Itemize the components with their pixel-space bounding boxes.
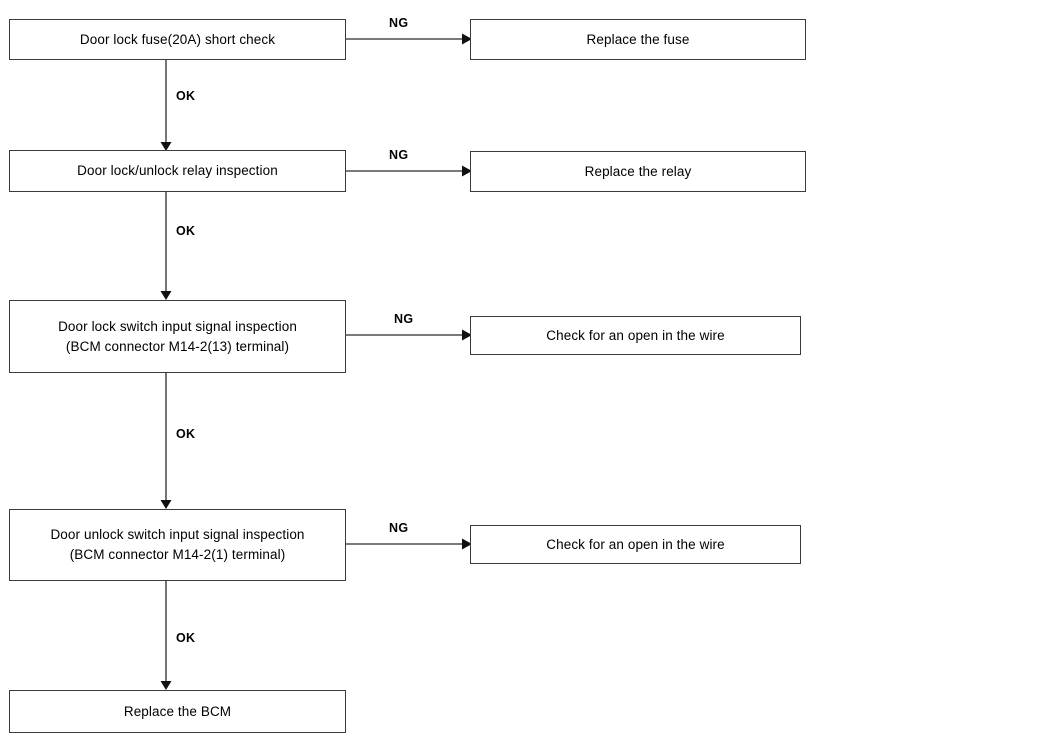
edge-label-ng-2: NG bbox=[389, 148, 409, 162]
edge-step3-to-step4 bbox=[160, 373, 172, 509]
edge-label-ok-2: OK bbox=[176, 224, 196, 238]
edge-step1-to-step2 bbox=[160, 60, 172, 151]
step-2-text-line1: Door lock/unlock relay inspection bbox=[77, 163, 278, 179]
step-3-text-line2: (BCM connector M14-2(13) terminal) bbox=[65, 338, 290, 354]
result-3-text: Check for an open in the wire bbox=[546, 327, 725, 343]
step-1-text-line1: Door lock fuse(20A) short check bbox=[79, 31, 276, 47]
step-4-text-line2: (BCM connector M14-2(1) terminal) bbox=[69, 547, 286, 562]
result-1-box[interactable]: Replace the fuse bbox=[470, 19, 806, 60]
edge-label-ng-1: NG bbox=[389, 16, 409, 30]
result-2-box[interactable]: Replace the relay bbox=[470, 151, 806, 192]
step-3-box[interactable]: Door lock switch input signal inspection… bbox=[9, 300, 346, 373]
step-2-box[interactable]: Door lock/unlock relay inspection bbox=[9, 150, 346, 192]
edge-label-ok-1: OK bbox=[176, 89, 196, 103]
result-1-text: Replace the fuse bbox=[586, 31, 690, 47]
edge-step4-to-result4 bbox=[346, 538, 472, 550]
step-4-text-line1: Door unlock switch input signal inspecti… bbox=[50, 527, 305, 543]
edge-label-ok-3: OK bbox=[176, 427, 196, 441]
edge-step2-to-result2 bbox=[346, 165, 472, 177]
result-3-box[interactable]: Check for an open in the wire bbox=[470, 316, 801, 355]
step-final-box[interactable]: Replace the BCM bbox=[9, 690, 346, 733]
result-2-text: Replace the relay bbox=[584, 163, 692, 179]
step-final-text: Replace the BCM bbox=[123, 703, 232, 719]
edge-step3-to-result3 bbox=[346, 329, 472, 341]
step-3-text-line1: Door lock switch input signal inspection bbox=[58, 318, 297, 334]
step-1-box[interactable]: Door lock fuse(20A) short check bbox=[9, 19, 346, 60]
result-4-text: Check for an open in the wire bbox=[546, 536, 725, 552]
edge-step2-to-step3 bbox=[160, 192, 172, 300]
edge-label-ng-3: NG bbox=[394, 312, 414, 326]
result-4-box[interactable]: Check for an open in the wire bbox=[470, 525, 801, 564]
edge-label-ok-4: OK bbox=[176, 631, 196, 645]
step-4-box[interactable]: Door unlock switch input signal inspecti… bbox=[9, 509, 346, 581]
edge-step1-to-result1 bbox=[346, 33, 472, 45]
edge-step4-to-final bbox=[160, 581, 172, 690]
edge-label-ng-4: NG bbox=[389, 521, 409, 535]
